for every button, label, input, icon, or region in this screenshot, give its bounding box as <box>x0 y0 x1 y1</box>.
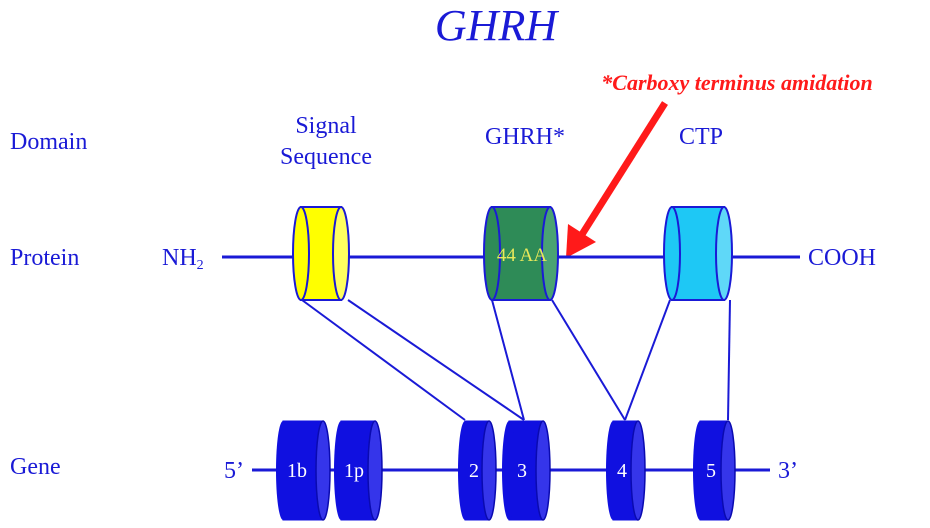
exon-1p <box>334 420 383 521</box>
domain-label-signal-line2: Sequence <box>280 144 372 170</box>
exon-1b <box>276 420 331 521</box>
exon-label-4: 4 <box>617 460 627 482</box>
domain-label-ctp: CTP <box>679 124 723 150</box>
amidation-arrow <box>566 101 668 258</box>
exon-5 <box>693 420 736 521</box>
five-prime-label: 5’ <box>224 458 244 484</box>
exon-label-1b: 1b <box>287 460 307 482</box>
exon-label-1p: 1p <box>344 460 364 482</box>
signal-peptide-cylinder <box>292 206 350 301</box>
ghrh-peptide-cylinder <box>483 206 559 301</box>
domain-label-ghrh: GHRH* <box>485 124 565 150</box>
exon-label-2: 2 <box>469 460 479 482</box>
n-terminus-label: NH2 <box>162 245 204 273</box>
diagram-title: GHRH <box>435 1 559 50</box>
mature-peptide-length: 44 AA <box>497 245 547 266</box>
row-label-gene: Gene <box>10 454 61 480</box>
domain-exon-connectors <box>301 299 731 421</box>
exon-2 <box>458 420 497 521</box>
amidation-note: *Carboxy terminus amidation <box>601 70 872 95</box>
exon-label-3: 3 <box>517 460 527 482</box>
three-prime-label: 3’ <box>778 458 798 484</box>
c-terminus-label: COOH <box>808 245 876 271</box>
exon-label-5: 5 <box>706 460 716 482</box>
exon-4 <box>606 420 646 521</box>
row-label-protein: Protein <box>10 245 79 271</box>
domain-label-signal-line1: Signal <box>295 113 357 139</box>
row-label-domain: Domain <box>10 129 87 155</box>
exon-3 <box>502 420 551 521</box>
ctp-peptide-cylinder <box>663 206 733 301</box>
